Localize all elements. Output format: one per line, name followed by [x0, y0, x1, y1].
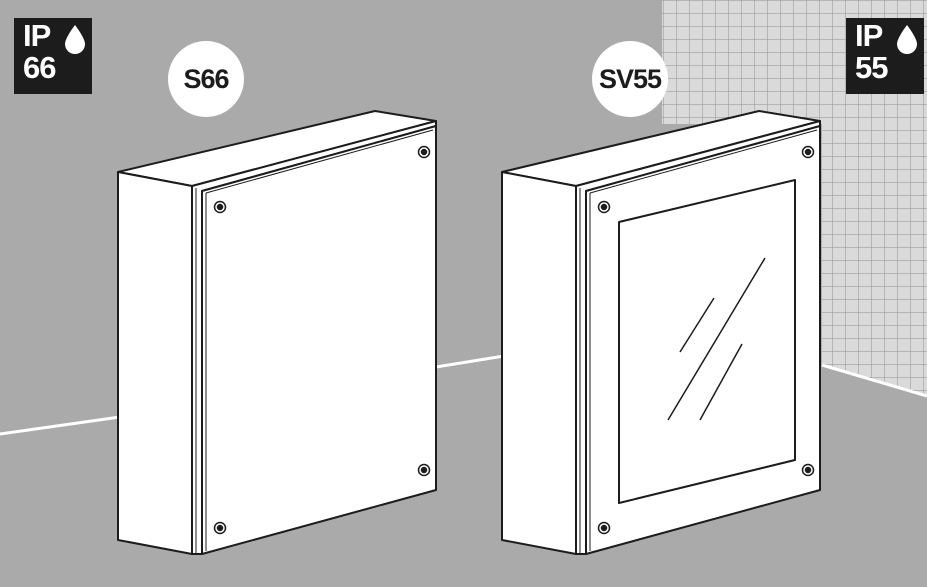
enclosure-side-face [501, 171, 577, 555]
glass-reflection [667, 257, 766, 421]
ip-rating: 55 [855, 50, 888, 85]
enclosure-sv55 [501, 110, 821, 555]
ip-label: IP [855, 18, 883, 53]
model-label-s66: S66 [168, 41, 244, 117]
enclosure-s66 [117, 110, 437, 555]
enclosure-side-face [117, 171, 193, 555]
door-screws [213, 145, 431, 535]
ip-label: IP [23, 18, 51, 53]
tiled-wall [662, 0, 927, 396]
enclosure-door [201, 125, 437, 555]
glass-window [618, 179, 796, 504]
model-label-sv55: SV55 [592, 41, 668, 117]
door-screws [597, 145, 815, 535]
water-drop-icon [65, 25, 85, 54]
ip55-badge: IP 55 [846, 18, 924, 94]
ip66-badge: IP 66 [14, 18, 92, 94]
ip-rating: 66 [23, 50, 56, 85]
floor-line-left [0, 415, 121, 436]
floor-line-middle [435, 354, 505, 369]
floor-line-right [821, 363, 927, 398]
water-drop-icon [897, 25, 917, 54]
